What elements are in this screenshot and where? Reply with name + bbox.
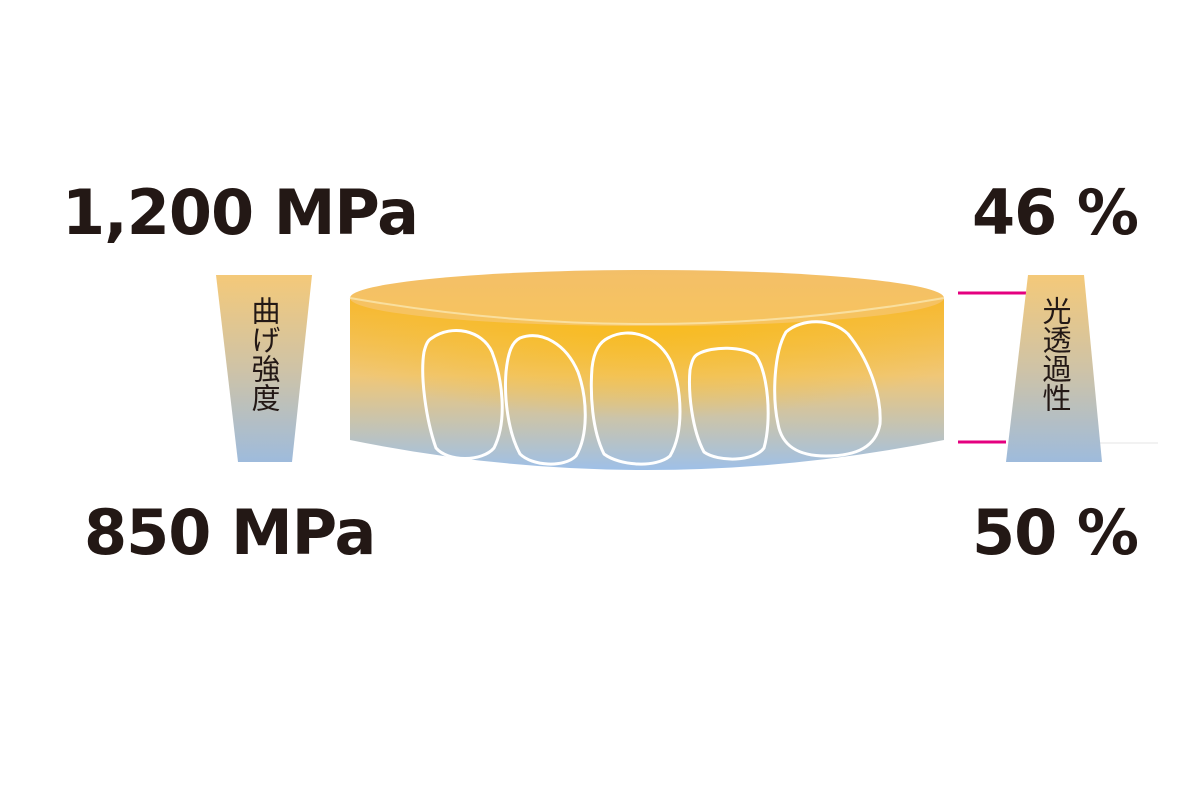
translucency-top-value: 46 % <box>972 176 1139 249</box>
tooth-1 <box>421 329 504 460</box>
translucency-bottom-value: 50 % <box>972 496 1139 569</box>
translucency-gradient-bar <box>1006 275 1102 462</box>
strength-label: 曲げ強度 <box>247 296 281 412</box>
strength-bottom-value: 850 MPa <box>84 496 376 569</box>
teeth-outline <box>421 320 882 466</box>
strength-top-value: 1,200 MPa <box>62 176 419 249</box>
translucency-label: 光透過性 <box>1038 296 1072 412</box>
tooth-5 <box>773 320 882 458</box>
strength-gradient-bar <box>216 275 312 462</box>
tooth-2 <box>504 334 587 466</box>
zirconia-disc <box>349 270 945 470</box>
tooth-3 <box>589 331 682 466</box>
tooth-4 <box>688 346 770 461</box>
